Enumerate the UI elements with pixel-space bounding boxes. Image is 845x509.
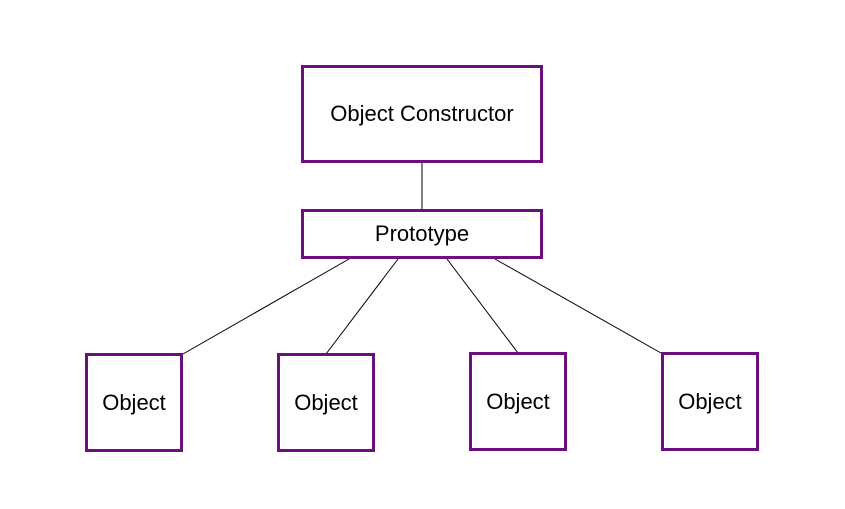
edge-prototype-object-1	[182, 258, 350, 355]
object-label: Object	[678, 388, 742, 414]
object-label: Object	[294, 389, 358, 415]
object-label: Object	[486, 388, 550, 414]
edge-prototype-object-2	[325, 258, 399, 355]
object-node-3: Object	[469, 352, 567, 451]
object-node-1: Object	[85, 353, 183, 452]
prototype-node: Prototype	[301, 209, 543, 259]
object-node-4: Object	[661, 352, 759, 451]
prototype-label: Prototype	[374, 221, 470, 246]
edge-prototype-object-4	[494, 258, 662, 354]
edge-prototype-object-3	[446, 258, 519, 354]
object-node-2: Object	[277, 353, 375, 452]
object-label: Object	[102, 389, 166, 415]
object-constructor-label: Object Constructor	[330, 101, 514, 126]
object-constructor-node: Object Constructor	[301, 65, 543, 163]
